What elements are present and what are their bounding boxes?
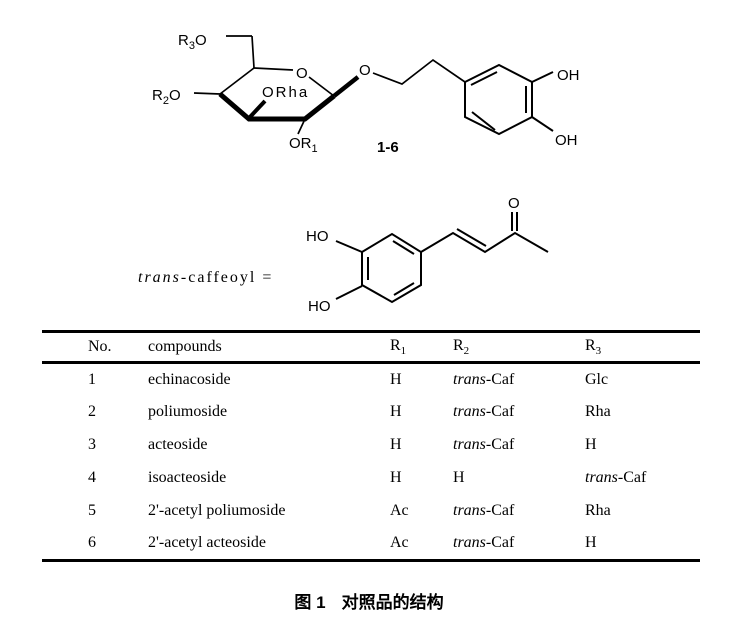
glycosidic-oxygen-label: O bbox=[359, 62, 371, 79]
table-cell: 6 bbox=[88, 534, 96, 552]
oh-lower-label: OH bbox=[555, 132, 578, 149]
figure-caption: 图 1 对照品的结构 bbox=[0, 588, 738, 613]
double-bond-inner bbox=[393, 282, 415, 296]
bond bbox=[335, 240, 363, 253]
table-row: 6 2'-acetyl acteoside Ac trans-Caf H bbox=[42, 528, 700, 561]
glycoside-structure: R3O R2O ORha OR1 O O OH OH 1-6 bbox=[152, 32, 580, 156]
bond bbox=[253, 67, 294, 71]
table-cell: trans-Caf bbox=[453, 436, 515, 453]
table-cell: Ac bbox=[390, 534, 409, 552]
chemical-structures: R3O R2O ORha OR1 O O OH OH 1-6 bbox=[138, 32, 580, 315]
table-cell: H bbox=[390, 403, 402, 420]
table-cell: H bbox=[453, 469, 465, 486]
or1-label: OR1 bbox=[289, 135, 318, 155]
caffeoyl-definition-label: trans-caffeoyl = bbox=[138, 269, 273, 286]
table-cell: Ac bbox=[390, 502, 409, 519]
table-cell: 2 bbox=[88, 403, 96, 420]
oh-upper-label: OH bbox=[557, 67, 580, 84]
benzene-ring bbox=[464, 63, 533, 136]
double-bond-inner bbox=[392, 240, 415, 255]
header-cell: No. bbox=[88, 338, 112, 355]
double-bond-inner bbox=[470, 71, 498, 86]
table-cell: 2'-acetyl poliumoside bbox=[148, 502, 286, 519]
table-cell: 3 bbox=[88, 436, 96, 453]
bond bbox=[251, 35, 255, 69]
table-cell: trans-Caf bbox=[453, 403, 515, 420]
header-cell: R1 bbox=[390, 336, 407, 358]
bond bbox=[219, 67, 255, 95]
table-cell: 2'-acetyl acteoside bbox=[148, 534, 266, 552]
caffeoyl-structure: trans-caffeoyl = HO HO O bbox=[138, 195, 549, 315]
bond bbox=[531, 71, 554, 83]
carbonyl-oxygen-label: O bbox=[508, 195, 520, 212]
bond bbox=[193, 92, 221, 95]
bond bbox=[420, 231, 549, 254]
ring-oxygen-label: O bbox=[296, 65, 308, 82]
table-cell: H bbox=[390, 436, 402, 453]
anomeric-wedge-bond bbox=[332, 75, 360, 98]
table-header-row: No. compounds R1 R2 R3 bbox=[42, 332, 700, 363]
table-cell: Rha bbox=[585, 403, 611, 420]
orha-label: ORha bbox=[262, 84, 309, 101]
orha-wedge-bond bbox=[248, 99, 267, 119]
table-cell: trans-Caf bbox=[453, 502, 515, 519]
header-cell: R2 bbox=[453, 336, 470, 358]
table-cell: Rha bbox=[585, 502, 611, 519]
bond bbox=[335, 285, 363, 300]
double-bond-inner bbox=[456, 228, 487, 247]
table-cell: trans-Caf bbox=[453, 534, 515, 552]
header-cell: R3 bbox=[585, 336, 602, 358]
ho-upper-label: HO bbox=[306, 228, 329, 245]
bond bbox=[372, 58, 466, 85]
table-cell: H bbox=[390, 370, 402, 388]
table-cell: H bbox=[390, 469, 402, 486]
table-cell: trans-Caf bbox=[585, 469, 647, 486]
table-cell: 1 bbox=[88, 370, 96, 388]
r3o-label: R3O bbox=[178, 32, 207, 52]
table-row: 5 2'-acetyl poliumoside Ac trans-Caf Rha bbox=[42, 495, 700, 528]
table-cell: trans-Caf bbox=[453, 370, 515, 388]
benzene-ring bbox=[361, 232, 422, 304]
figure-label: 图 1 bbox=[294, 593, 326, 612]
table-cell: acteoside bbox=[148, 436, 208, 453]
table-cell: H bbox=[585, 534, 597, 552]
bond bbox=[308, 76, 335, 97]
figure-title: 对照品的结构 bbox=[341, 593, 444, 612]
table-cell: 4 bbox=[88, 469, 96, 486]
table-cell: H bbox=[585, 436, 597, 453]
double-bond-inner bbox=[471, 111, 496, 131]
ho-lower-label: HO bbox=[308, 298, 331, 315]
r2o-label: R2O bbox=[152, 87, 181, 107]
table-cell: poliumoside bbox=[148, 403, 228, 420]
table-cell: isoacteoside bbox=[148, 469, 227, 486]
table-cell: 5 bbox=[88, 502, 96, 519]
table-cell: Glc bbox=[585, 370, 609, 388]
header-cell: compounds bbox=[148, 338, 222, 355]
sugar-ring-bold-edge bbox=[218, 92, 336, 122]
table-cell: echinacoside bbox=[148, 370, 231, 388]
bond bbox=[531, 116, 554, 132]
compound-range-label: 1-6 bbox=[377, 139, 399, 156]
